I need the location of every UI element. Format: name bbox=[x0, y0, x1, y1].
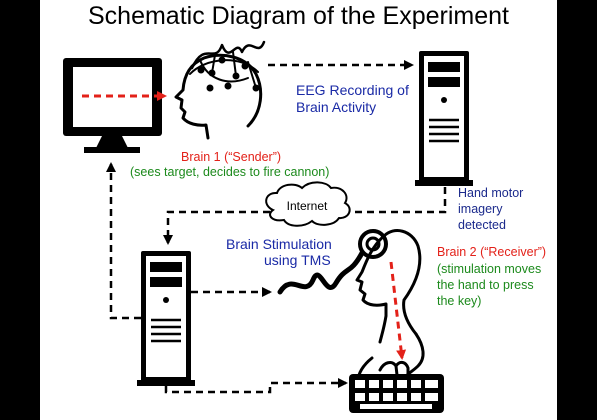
brain1-name: Brain 1 (“Sender”) bbox=[181, 150, 282, 164]
eeg-label-line2: Brain Activity bbox=[296, 99, 377, 115]
eeg-computer-tower-icon bbox=[415, 51, 473, 186]
finger-icon bbox=[378, 360, 410, 386]
eeg-label-line1: EEG Recording of bbox=[296, 82, 409, 98]
stimulation-label-line1: Brain Stimulation bbox=[226, 236, 332, 252]
brain2-description-line3: the key) bbox=[437, 294, 482, 308]
monitor-icon bbox=[63, 58, 167, 153]
receiver-signal-arrow bbox=[389, 261, 407, 360]
hand-motor-line3: detected bbox=[458, 218, 506, 232]
brain2-description-line2: the hand to press bbox=[437, 278, 534, 292]
diagram-title: Schematic Diagram of the Experiment bbox=[87, 2, 509, 30]
keyboard-icon bbox=[349, 374, 444, 413]
brain2-name: Brain 2 (“Receiver”) bbox=[437, 245, 547, 259]
sender-head-icon bbox=[174, 40, 266, 140]
eeg-electrode-icons bbox=[197, 56, 260, 92]
stimulation-label-line2: using TMS bbox=[264, 252, 331, 268]
hand-motor-line1: Hand motor bbox=[458, 186, 524, 200]
internet-label: Internet bbox=[287, 199, 328, 213]
hand-motor-line2: imagery bbox=[458, 202, 503, 216]
brain2-description-line1: (stimulation moves bbox=[437, 262, 542, 276]
connection-arrows bbox=[106, 60, 447, 394]
internet-cloud-icon bbox=[265, 181, 351, 227]
brain1-description: (sees target, decides to fire cannon) bbox=[130, 165, 330, 179]
tms-computer-tower-icon bbox=[137, 251, 195, 386]
